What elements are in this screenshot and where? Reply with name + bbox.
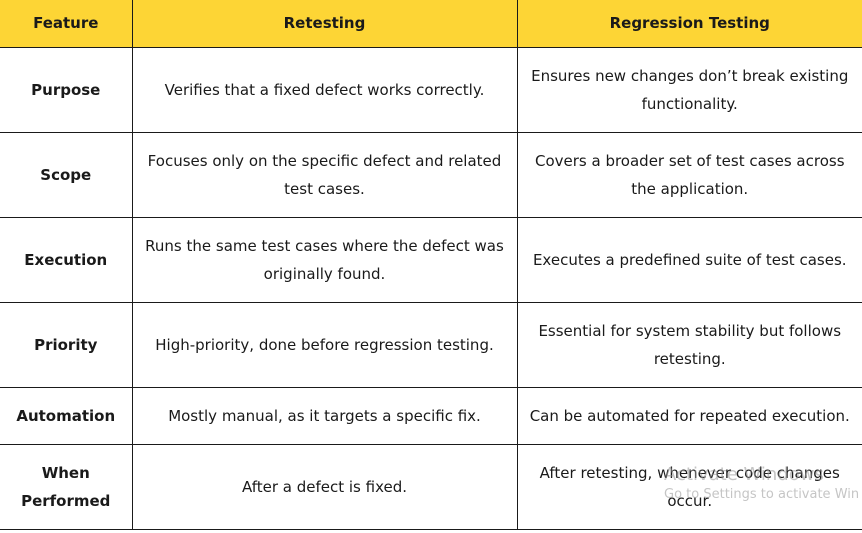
- feature-cell: When Performed: [0, 443, 133, 530]
- feature-cell: Execution: [0, 216, 133, 303]
- header-row: Feature Retesting Regression Testing: [0, 0, 862, 48]
- regression-cell: Can be automated for repeated execution.: [516, 386, 862, 445]
- table-row: Priority High-priority, done before regr…: [0, 301, 862, 388]
- regression-cell: Covers a broader set of test cases acros…: [516, 131, 862, 218]
- regression-cell: After retesting, whenever code changes o…: [516, 443, 862, 530]
- table-row: Purpose Verifies that a fixed defect wor…: [0, 46, 862, 133]
- retesting-cell: High-priority, done before regression te…: [131, 301, 518, 388]
- retesting-cell: Focuses only on the specific defect and …: [131, 131, 518, 218]
- header-feature: Feature: [0, 0, 133, 48]
- retesting-cell: Runs the same test cases where the defec…: [131, 216, 518, 303]
- retesting-cell: Verifies that a fixed defect works corre…: [131, 46, 518, 133]
- retesting-cell: Mostly manual, as it targets a specific …: [131, 386, 518, 445]
- retesting-cell: After a defect is fixed.: [131, 443, 518, 530]
- feature-cell: Priority: [0, 301, 133, 388]
- table-row: When Performed After a defect is fixed. …: [0, 443, 862, 530]
- regression-cell: Essential for system stability but follo…: [516, 301, 862, 388]
- feature-cell: Scope: [0, 131, 133, 218]
- header-retesting: Retesting: [131, 0, 518, 48]
- regression-cell: Executes a predefined suite of test case…: [516, 216, 862, 303]
- feature-cell: Purpose: [0, 46, 133, 133]
- regression-cell: Ensures new changes don’t break existing…: [516, 46, 862, 133]
- table-row: Execution Runs the same test cases where…: [0, 216, 862, 303]
- header-regression-testing: Regression Testing: [516, 0, 862, 48]
- table-row: Scope Focuses only on the specific defec…: [0, 131, 862, 218]
- table-row: Automation Mostly manual, as it targets …: [0, 386, 862, 445]
- feature-cell: Automation: [0, 386, 133, 445]
